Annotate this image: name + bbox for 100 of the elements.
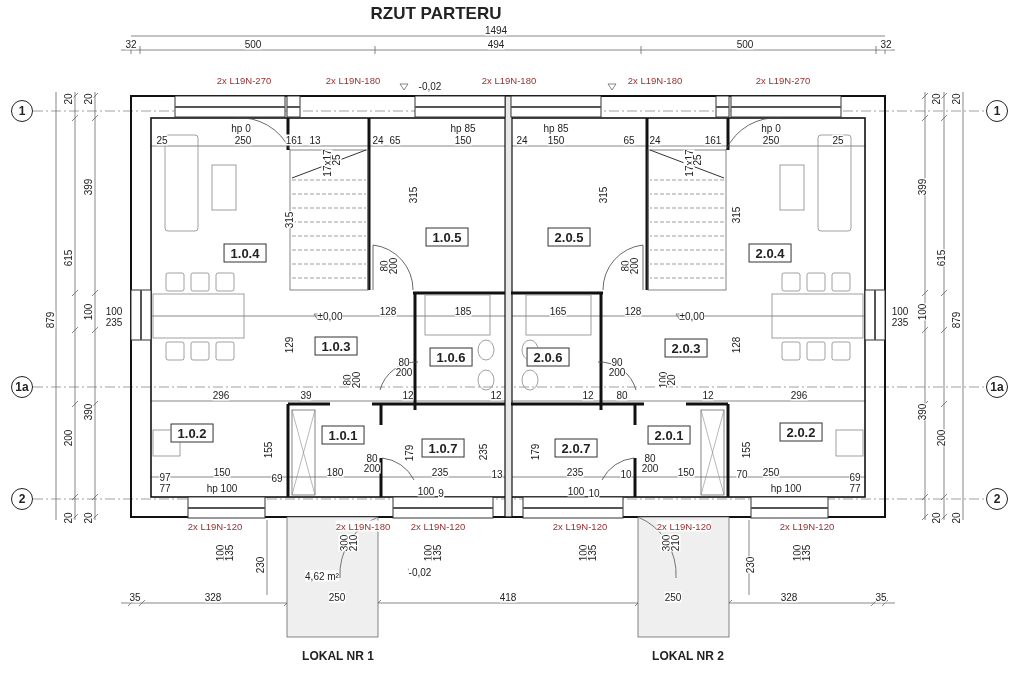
room-number-tag: 2.0.7 bbox=[554, 438, 598, 458]
dimension-label: 390 bbox=[82, 403, 94, 421]
dimension-label: 69 bbox=[849, 471, 861, 483]
sill-height-label: hp 100 bbox=[770, 482, 802, 494]
dimension-label: 20 bbox=[62, 93, 74, 105]
window-label: 2x L19N-180 bbox=[335, 520, 391, 532]
dimension-label: 315 bbox=[597, 186, 609, 204]
grid-axis-marker: 2 bbox=[11, 488, 33, 510]
dimension-label: 328 bbox=[780, 591, 798, 603]
sill-height-label: hp 85 bbox=[450, 122, 476, 134]
dimension-label: 494 bbox=[487, 38, 505, 50]
dimension-label: 200 bbox=[395, 366, 413, 378]
dimension-label: 10 bbox=[620, 468, 632, 480]
level-mark: -0,02 bbox=[408, 566, 432, 578]
room-number-tag: 1.0.1 bbox=[321, 425, 365, 445]
dimension-label: 315 bbox=[407, 186, 419, 204]
dimension-label: 200 bbox=[608, 366, 626, 378]
level-mark: ±0,00 bbox=[317, 310, 343, 322]
dimension-label: 296 bbox=[212, 389, 230, 401]
dimension-label: 20 bbox=[82, 93, 94, 105]
room-number-tag: 2.0.2 bbox=[779, 422, 823, 442]
grid-axis-marker: 1a bbox=[986, 376, 1008, 398]
room-number-tag: 1.0.5 bbox=[425, 227, 469, 247]
dimension-label: 185 bbox=[454, 305, 472, 317]
dimension-label: 135 bbox=[586, 544, 598, 562]
unit-label: LOKAL NR 1 bbox=[302, 650, 374, 662]
dimension-label: 135 bbox=[431, 544, 443, 562]
grid-axis-marker: 1a bbox=[11, 376, 33, 398]
dimension-label: 100 bbox=[567, 485, 585, 497]
room-number-tag: 2.0.5 bbox=[547, 227, 591, 247]
dimension-label: 129 bbox=[283, 336, 295, 354]
dimension-label: 315 bbox=[730, 206, 742, 224]
dimension-label: 39 bbox=[300, 389, 312, 401]
dimension-label: 135 bbox=[223, 544, 235, 562]
dimension-label: 20 bbox=[950, 512, 962, 524]
dimension-label: 25 bbox=[330, 154, 342, 166]
dimension-label: 250 bbox=[664, 591, 682, 603]
dimension-label: 1494 bbox=[484, 24, 508, 36]
dimension-label: 35 bbox=[875, 591, 887, 603]
dimension-label: 399 bbox=[82, 178, 94, 196]
dimension-label: 12 bbox=[702, 389, 714, 401]
dimension-label: 235 bbox=[566, 466, 584, 478]
dimension-label: 13 bbox=[491, 468, 503, 480]
dimension-label: 77 bbox=[159, 482, 171, 494]
dimension-label: 32 bbox=[125, 38, 137, 50]
dimension-label: 13 bbox=[309, 134, 321, 146]
dimension-label: 235 bbox=[891, 316, 909, 328]
dimension-label: 77 bbox=[849, 482, 861, 494]
grid-axis-marker: 1 bbox=[11, 100, 33, 122]
grid-axis-marker: 1 bbox=[986, 100, 1008, 122]
dimension-label: 100 bbox=[82, 303, 94, 321]
room-number-tag: 1.0.6 bbox=[429, 347, 473, 367]
dimension-label: 210 bbox=[669, 534, 681, 552]
dimension-label: 135 bbox=[800, 544, 812, 562]
dimension-label: 20 bbox=[930, 93, 942, 105]
dimension-label: 235 bbox=[477, 443, 489, 461]
dimension-label: 20 bbox=[950, 93, 962, 105]
dimension-label: 200 bbox=[935, 429, 947, 447]
dimension-label: 150 bbox=[213, 466, 231, 478]
dimension-label: 250 bbox=[234, 134, 252, 146]
room-number-tag: 1.0.3 bbox=[314, 336, 358, 356]
dimension-label: 235 bbox=[105, 316, 123, 328]
dimension-label: 230 bbox=[254, 556, 266, 574]
room-number-tag: 2.0.3 bbox=[664, 338, 708, 358]
window-label: 2x L19N-120 bbox=[656, 520, 712, 532]
dimension-label: 25 bbox=[832, 134, 844, 146]
dimension-label: 17x17 bbox=[321, 149, 333, 177]
dimension-label: 80 bbox=[398, 356, 410, 368]
room-number-tag: 1.0.7 bbox=[421, 438, 465, 458]
dimension-label: 879 bbox=[44, 311, 56, 329]
dimension-label: 128 bbox=[624, 305, 642, 317]
dimension-label: 165 bbox=[549, 305, 567, 317]
dimension-label: 235 bbox=[431, 466, 449, 478]
dimension-label: 250 bbox=[328, 591, 346, 603]
dimension-label: 500 bbox=[244, 38, 262, 50]
dimension-label: 80 bbox=[644, 452, 656, 464]
dimension-label: 12 bbox=[582, 389, 594, 401]
dimension-label: 200 bbox=[628, 257, 640, 275]
dimension-label: 97 bbox=[159, 471, 171, 483]
level-mark: -0,02 bbox=[418, 80, 442, 92]
dimension-label: 100 bbox=[417, 485, 435, 497]
plan-title: RZUT PARTERU bbox=[370, 4, 502, 24]
dimension-label: 315 bbox=[283, 211, 295, 229]
unit-label: LOKAL NR 2 bbox=[652, 650, 724, 662]
dimension-label: 210 bbox=[347, 534, 359, 552]
dimension-label: 80 bbox=[616, 389, 628, 401]
sill-height-label: hp 0 bbox=[761, 122, 781, 134]
sill-height-label: hp 100 bbox=[206, 482, 238, 494]
dimension-label: 155 bbox=[740, 441, 752, 459]
dimension-label: 390 bbox=[916, 403, 928, 421]
sill-height-label: hp 85 bbox=[543, 122, 569, 134]
dimension-label: 250 bbox=[762, 134, 780, 146]
dimension-label: 615 bbox=[62, 249, 74, 267]
dimension-label: 12 bbox=[490, 389, 502, 401]
grid-axis-marker: 2 bbox=[986, 488, 1008, 510]
dimension-label: 128 bbox=[730, 336, 742, 354]
room-number-tag: 2.0.4 bbox=[748, 243, 792, 263]
dimension-label: 100 bbox=[916, 303, 928, 321]
dimension-label: 20 bbox=[82, 512, 94, 524]
dimension-label: 35 bbox=[129, 591, 141, 603]
